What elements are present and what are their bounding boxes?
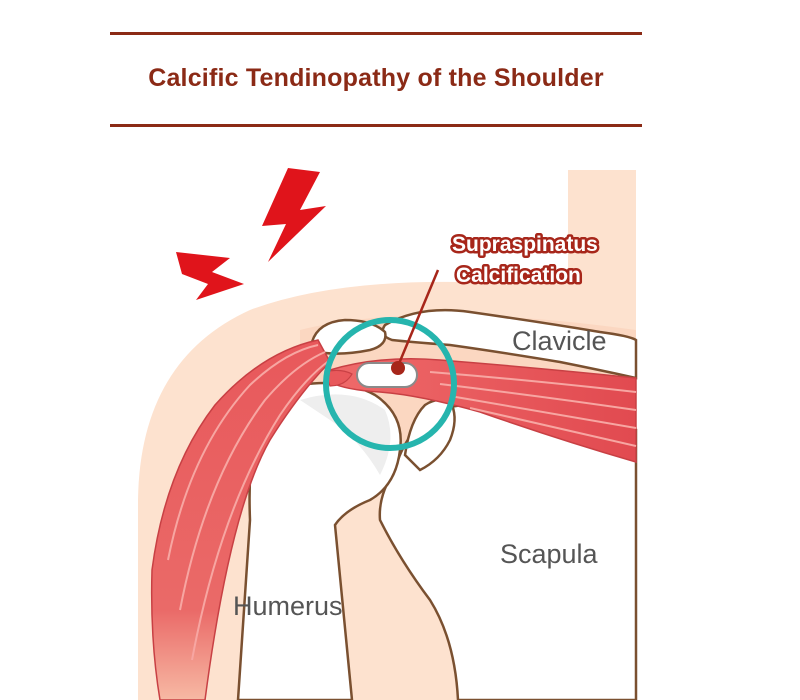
supraspinatus-fibers	[429, 371, 637, 447]
title-rule-top	[110, 32, 642, 35]
clavicle-bone	[381, 308, 638, 380]
callout-label-line1: Supraspinatus	[452, 233, 598, 256]
deltoid-fibers	[167, 344, 331, 661]
calcification-deposit	[356, 362, 418, 388]
callout-leader-line	[396, 269, 440, 367]
title-rule-bottom	[110, 124, 642, 127]
clavicle-label: Clavicle	[512, 326, 607, 356]
tendon-tip	[324, 369, 353, 387]
pain-lightning-icon	[262, 168, 326, 262]
humerus-label: Humerus	[233, 591, 343, 621]
deltoid-muscle	[150, 339, 331, 700]
humerus-head-shadow	[300, 394, 391, 475]
scapula-label: Scapula	[500, 539, 599, 569]
page-title: Calcific Tendinopathy of the Shoulder	[148, 64, 604, 92]
calcification-marker	[391, 361, 405, 375]
highlight-circle	[323, 317, 457, 451]
callout-label-line2: Calcification	[456, 264, 581, 287]
pain-lightning-icon	[176, 252, 244, 300]
